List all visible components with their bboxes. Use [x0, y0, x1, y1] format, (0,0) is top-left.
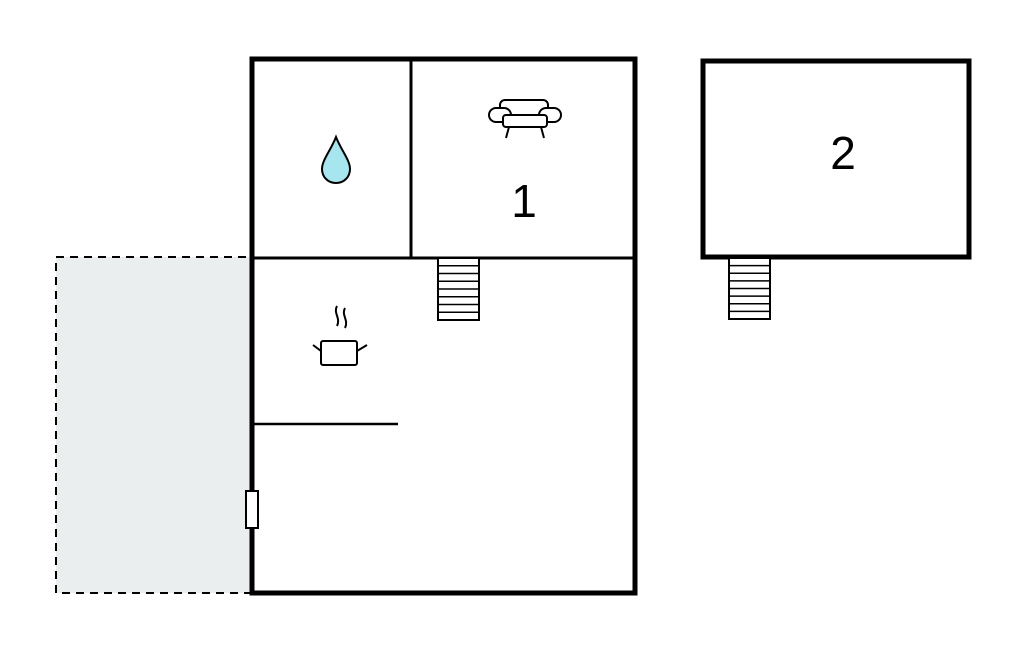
- door-icon: [245, 490, 259, 529]
- terrace-area: [55, 256, 253, 594]
- outbuilding-walls: [700, 58, 972, 260]
- water-drop-icon: [320, 134, 352, 185]
- room-label-2: 2: [830, 127, 856, 179]
- main-house-stairs: [437, 257, 480, 321]
- main-house-walls: [249, 56, 638, 596]
- sofa-icon: [488, 99, 562, 139]
- outbuilding-stairs: [728, 257, 771, 320]
- cooking-pot-icon: [312, 305, 368, 366]
- room-label-1: 1: [511, 175, 537, 227]
